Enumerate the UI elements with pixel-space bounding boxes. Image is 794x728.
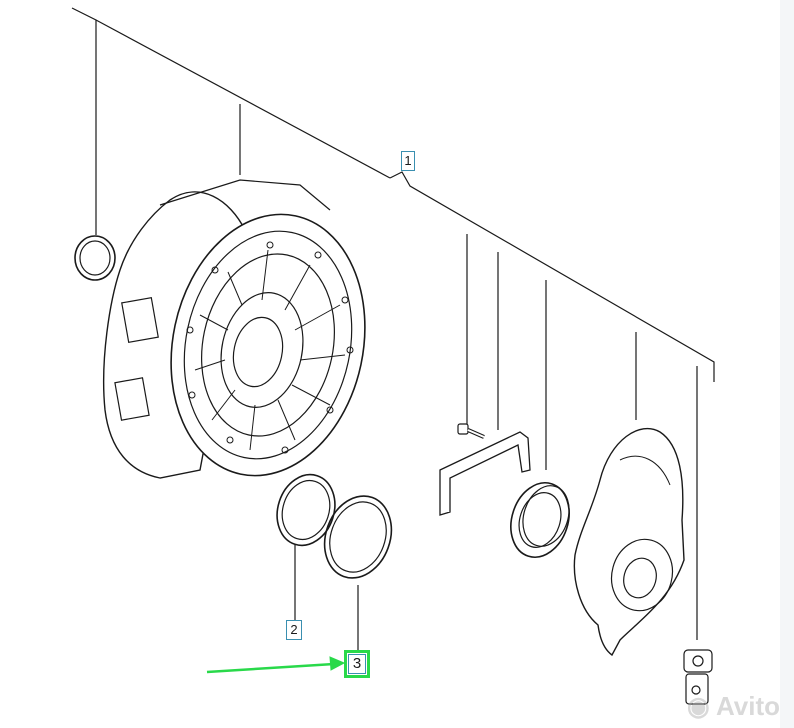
callout-3-highlighted[interactable]: 3 <box>344 650 370 678</box>
scrollbar-track[interactable] <box>780 0 794 728</box>
callout-2[interactable]: 2 <box>286 620 302 640</box>
o-ring-part-3[interactable] <box>314 487 403 588</box>
callout-1-text: 1 <box>404 153 412 168</box>
callout-1[interactable]: 1 <box>401 151 415 171</box>
clutch-pressure-plate-part[interactable] <box>102 179 389 494</box>
bolt-part[interactable] <box>457 423 485 439</box>
sensor-part[interactable] <box>683 649 713 705</box>
watermark-text: Avito <box>715 691 780 721</box>
watermark-icon: ◉ <box>687 691 710 721</box>
callout-2-text: 2 <box>290 622 298 637</box>
highlight-arrow <box>206 656 346 674</box>
callout-3-text: 3 <box>348 654 366 674</box>
avito-watermark: ◉ Avito <box>687 691 780 722</box>
seal-part[interactable] <box>502 475 579 565</box>
bracket-part[interactable] <box>439 431 531 516</box>
release-bearing-part[interactable] <box>573 427 685 657</box>
o-ring-part-2[interactable] <box>268 467 344 553</box>
snap-ring-part[interactable] <box>74 235 116 281</box>
leader-lines <box>71 7 715 650</box>
